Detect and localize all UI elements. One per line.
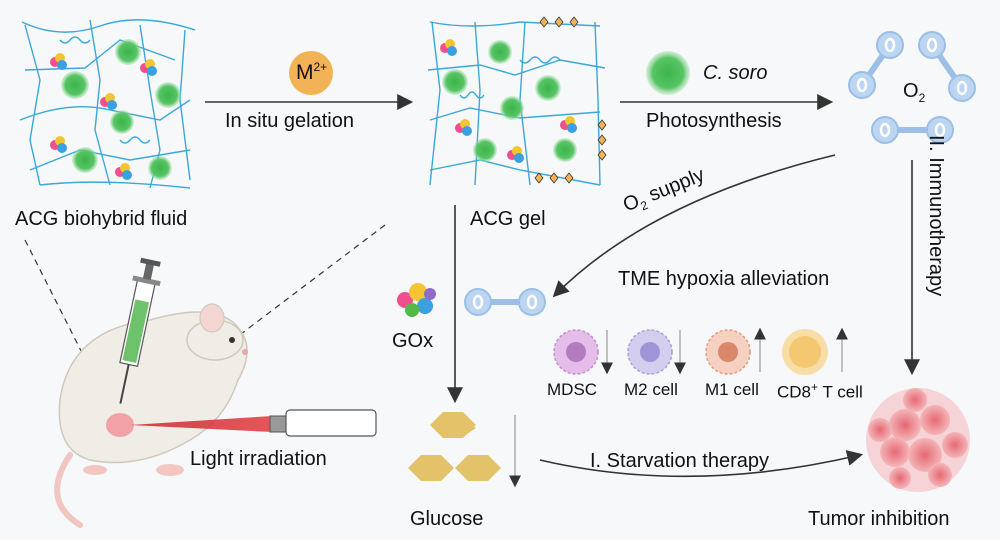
gox-enzyme-icon [397,283,436,317]
cd8-rest: T cell [818,382,863,402]
mouse-icon [54,303,248,528]
laser-beam [130,416,272,432]
label-o2-top: O2 [903,80,925,105]
label-c-soro: C. soro [703,62,768,84]
c-soro-cell [646,51,690,95]
label-m2plus: M2+ [296,60,327,85]
acg-fluid-gox [50,53,157,180]
tumor-mass [866,388,970,492]
glucose-hexagons [408,412,501,481]
arrow-o2-supply [552,154,836,298]
acg-fluid-algae [61,39,181,180]
label-mdsc: MDSC [547,380,598,399]
label-starvation-therapy: I. Starvation therapy [590,450,769,472]
m2plus-sup: 2+ [313,60,328,74]
acg-gel-algae [442,40,577,162]
label-glucose: Glucose [410,508,484,530]
acg-fluid-network [19,19,196,189]
label-acg-gel: ACG gel [470,208,546,230]
o2-molecules-top [848,31,976,144]
mdsc-cell [553,329,613,375]
arrow-starvation [539,450,864,478]
label-m1-cell: M1 cell [705,380,759,399]
label-light-irradiation: Light irradiation [190,448,327,470]
metal-ion-circle [289,51,333,95]
laser-pointer-icon [269,409,377,437]
label-tme-hypoxia: TME hypoxia alleviation [618,268,830,290]
label-acg-fluid: ACG biohybrid fluid [15,208,188,230]
o2-molecule-middle [464,288,546,316]
label-cd8-t-cell: CD8+ T cell [777,380,863,403]
syringe-icon [119,257,161,404]
m1-cell [705,327,766,375]
m2-cell [627,329,686,375]
cd8-base: CD8 [777,382,812,402]
o2-top-sub: 2 [918,91,926,105]
o2-top-base: O [903,80,919,102]
cd8-t-cell [782,327,848,375]
acg-gel-gox [440,39,577,163]
label-photosynthesis: Photosynthesis [646,110,782,132]
m2plus-base: M [296,61,314,84]
label-immunotherapy: II. Immunotherapy [925,135,947,297]
cd8-sup: + [811,380,819,394]
label-gox: GOx [392,330,434,352]
label-in-situ-gelation: In situ gelation [225,110,354,132]
acg-gel-crosslinks [534,16,607,184]
label-tumor-inhibition: Tumor inhibition [808,508,950,530]
label-m2-cell: M2 cell [624,380,678,399]
